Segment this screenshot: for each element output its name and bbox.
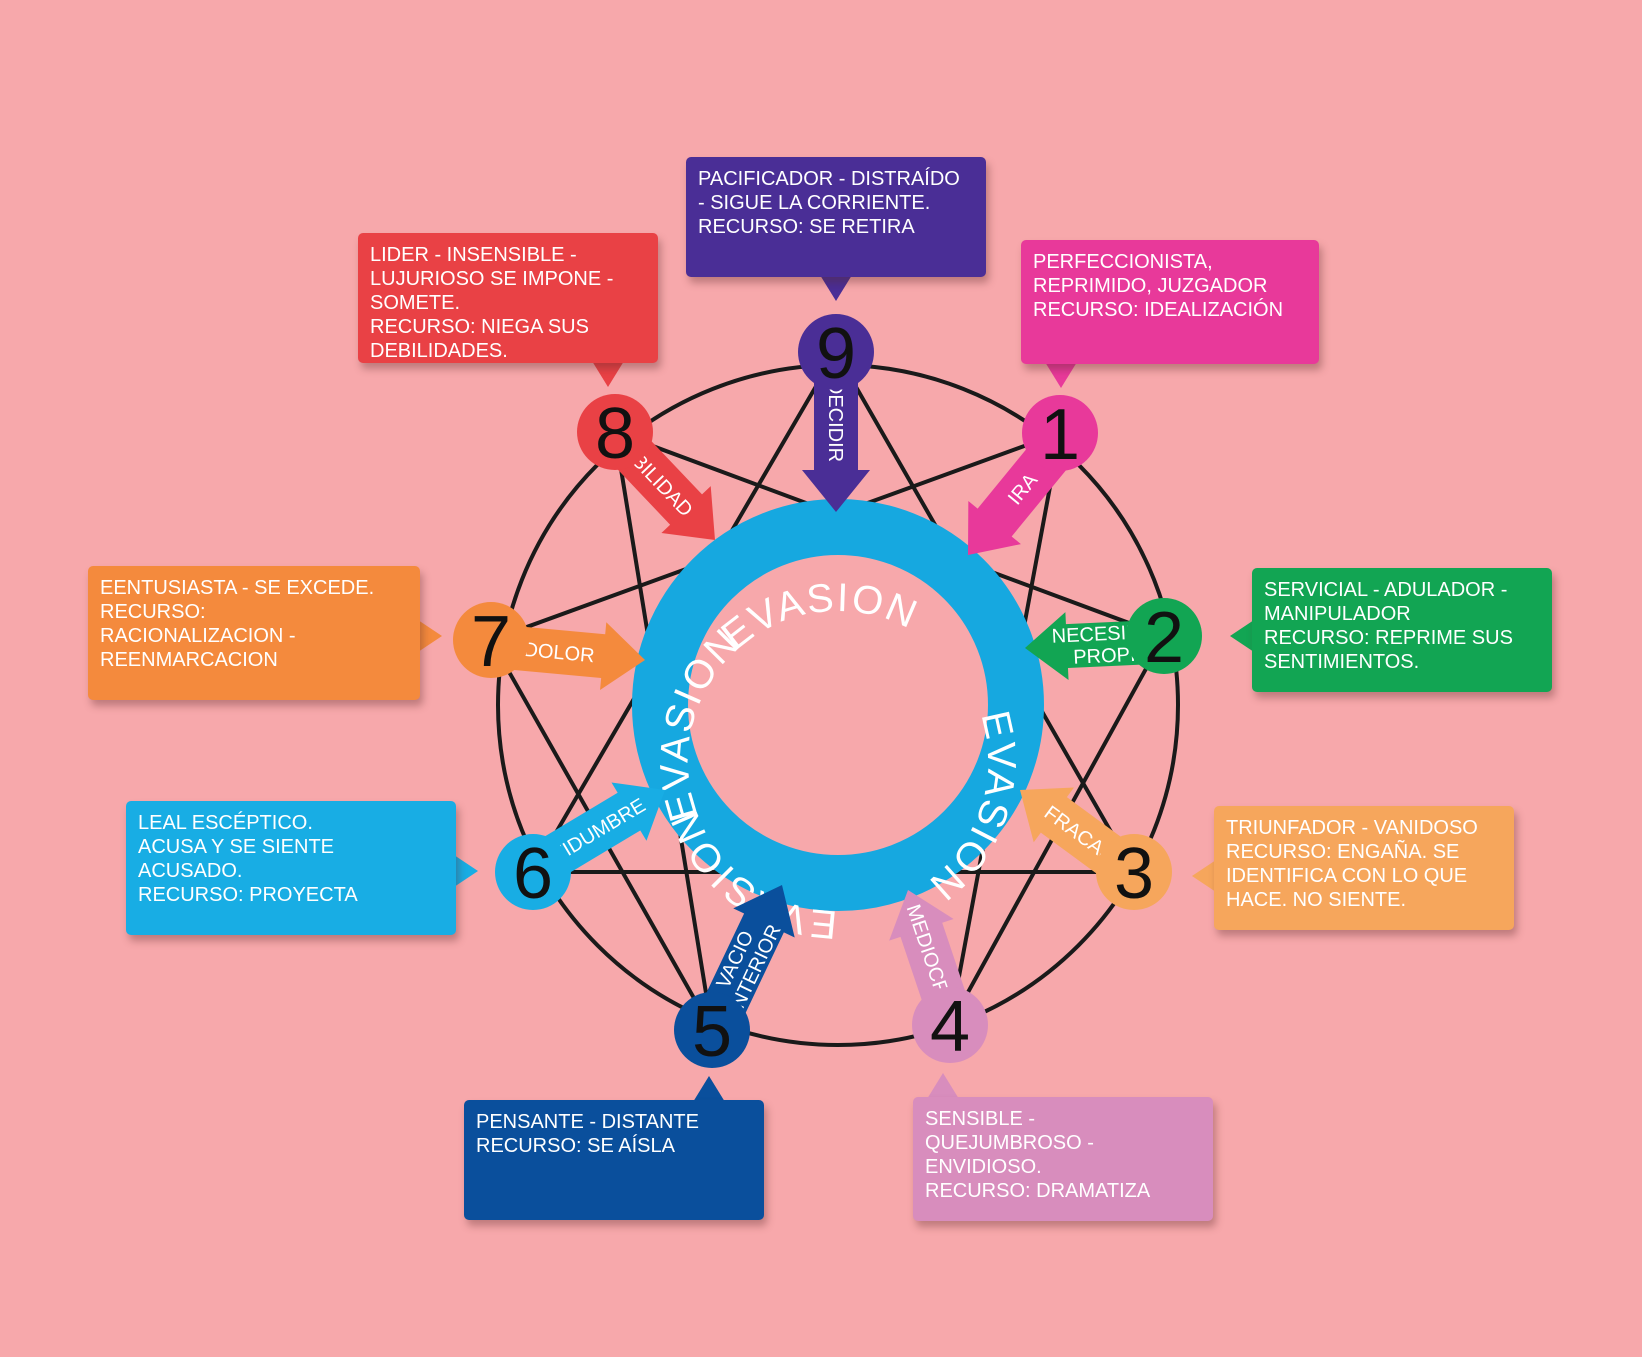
arrow-1: IRA	[968, 441, 1068, 556]
description-line: IDENTIFICA CON LO QUE	[1226, 865, 1468, 887]
box-pointer-3	[1192, 860, 1216, 892]
point-circle-4	[912, 987, 988, 1063]
box-pointer-5	[693, 1076, 725, 1102]
description-line: DEBILIDADES.	[370, 340, 508, 362]
description-line: SOMETE.	[370, 292, 461, 314]
description-line: MANIPULADOR	[1264, 603, 1411, 625]
evasion-ring: EVASIONEVASIONEVASIONEVASION	[632, 499, 1044, 947]
box-pointer-4	[927, 1073, 959, 1099]
description-line: LEAL ESCÉPTICO.	[138, 812, 313, 834]
description-line: RECURSO: DRAMATIZA	[925, 1180, 1151, 1202]
description-line: RECURSO:	[100, 601, 206, 623]
description-line: RECURSO: PROYECTA	[138, 884, 358, 906]
description-box-9: PACIFICADOR - DISTRAÍDO- SIGUE LA CORRIE…	[686, 157, 986, 277]
arrow-shape-5	[705, 885, 795, 1015]
point-circle-2	[1126, 598, 1202, 674]
point-number-7: 7	[471, 602, 511, 682]
description-line: LIDER - INSENSIBLE -	[370, 244, 577, 266]
description-line: RECURSO: REPRIME SUS	[1264, 627, 1513, 649]
description-line: RACIONALIZACION -	[100, 625, 296, 647]
description-line: RECURSO: NIEGA SUS	[370, 316, 589, 338]
description-line: ACUSADO.	[138, 860, 243, 882]
description-line: EENTUSIASTA - SE EXCEDE.	[100, 577, 375, 599]
point-circle-1	[1022, 395, 1098, 471]
description-line: ACUSA Y SE SIENTE	[138, 836, 335, 858]
box-pointer-8	[592, 361, 624, 387]
point-number-1: 1	[1040, 395, 1080, 475]
point-number-2: 2	[1144, 598, 1184, 678]
description-line: QUEJUMBROSO -	[925, 1132, 1094, 1154]
box-pointer-1	[1045, 362, 1077, 388]
description-line: PACIFICADOR - DISTRAÍDO	[698, 168, 960, 190]
arrow-label-9: DECIDIR	[824, 380, 846, 462]
description-line: - SIGUE LA CORRIENTE.	[698, 192, 931, 214]
description-line: PERFECCIONISTA,	[1033, 251, 1213, 273]
description-line: SENTIMIENTOS.	[1264, 651, 1420, 673]
description-line: HACE. NO SIENTE.	[1226, 889, 1407, 911]
point-number-5: 5	[692, 992, 732, 1072]
description-box-7: EENTUSIASTA - SE EXCEDE.RECURSO:RACIONAL…	[88, 566, 420, 700]
point-circle-3	[1096, 834, 1172, 910]
box-pointer-7	[418, 620, 442, 652]
description-line: SERVICIAL - ADULADOR -	[1264, 579, 1508, 601]
arrow-9: DECIDIR	[802, 372, 870, 512]
arrow-7: DOLOR	[512, 622, 646, 690]
point-number-3: 3	[1114, 834, 1154, 914]
point-circle-9	[798, 314, 874, 390]
description-line: ENVIDIOSO.	[925, 1156, 1042, 1178]
description-box-8: LIDER - INSENSIBLE -LUJURIOSO SE IMPONE …	[358, 233, 658, 363]
description-line: PENSANTE - DISTANTE	[476, 1111, 699, 1133]
box-pointer-6	[454, 855, 478, 887]
point-circle-8	[577, 394, 653, 470]
point-number-9: 9	[816, 314, 856, 394]
description-line: RECURSO: ENGAÑA. SE	[1226, 841, 1460, 863]
arrow-shape-9	[802, 372, 870, 512]
description-line: RECURSO: IDEALIZACIÓN	[1033, 299, 1284, 321]
description-line: RECURSO: SE RETIRA	[698, 216, 915, 238]
arrow-shape-1	[968, 441, 1068, 556]
description-line: LUJURIOSO SE IMPONE -	[370, 268, 614, 290]
description-line: REPRIMIDO, JUZGADOR	[1033, 275, 1268, 297]
ring-band	[632, 499, 1044, 911]
description-line: TRIUNFADOR - VANIDOSO	[1226, 817, 1478, 839]
box-pointer-2	[1230, 620, 1254, 652]
point-number-6: 6	[513, 834, 553, 914]
description-line: RECURSO: SE AÍSLA	[476, 1135, 675, 1157]
point-circle-5	[674, 992, 750, 1068]
arrow-shape-7	[512, 622, 646, 690]
box-pointer-9	[820, 275, 852, 301]
point-number-4: 4	[930, 987, 970, 1067]
description-line: REENMARCACION	[100, 649, 278, 671]
point-circle-6	[495, 834, 571, 910]
arrow-shape-2	[1024, 612, 1156, 681]
description-box-4: SENSIBLE -QUEJUMBROSO -ENVIDIOSO.RECURSO…	[913, 1097, 1213, 1221]
point-number-8: 8	[595, 394, 635, 474]
point-circle-7	[453, 602, 529, 678]
description-line: SENSIBLE -	[925, 1108, 1036, 1130]
number-circles: 1 2 3 4 5 6 7 8 9	[418, 275, 1254, 1102]
